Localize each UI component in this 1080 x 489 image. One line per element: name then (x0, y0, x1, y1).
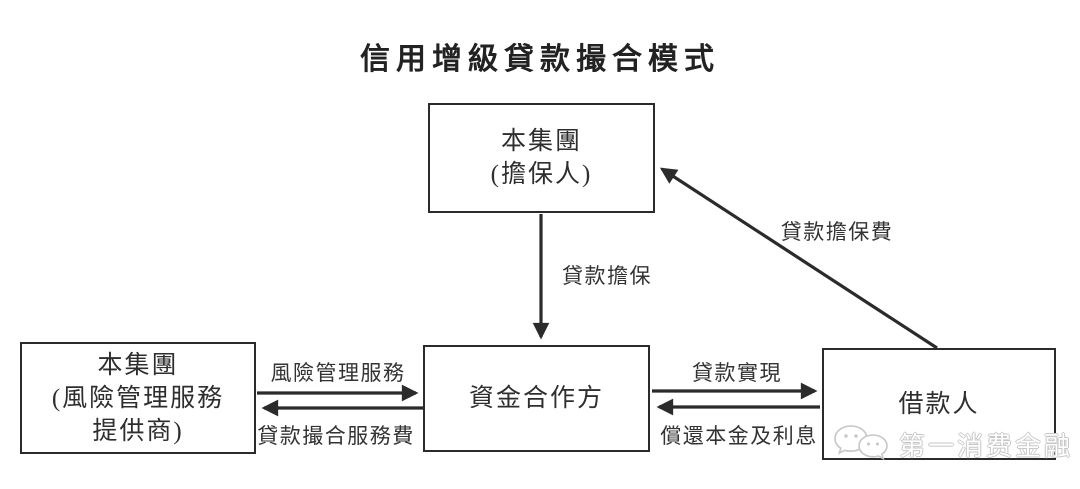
node-funding-partner-label: 資金合作方 (468, 385, 604, 412)
watermark: 第一消费金融 (831, 422, 1073, 466)
arrow-loan-guarantee-fee (659, 167, 938, 350)
edge-label-repayment-principal-interest: 償還本金及利息 (660, 424, 818, 448)
edge-label-risk-management-service: 風險管理服務 (270, 361, 406, 385)
edge-label-loan-realization: 貸款實現 (692, 361, 782, 385)
edge-label-loan-guarantee-fee: 貸款擔保費 (780, 220, 894, 244)
node-risk-label-line3: 提供商) (92, 417, 184, 445)
page-title: 信用增級貸款撮合模式 (360, 43, 720, 76)
node-risk-label-line1: 本集團 (97, 351, 179, 379)
node-guarantor-box: 本集團 (擔保人) (428, 103, 655, 213)
chat-bubbles-icon (831, 422, 893, 466)
node-guarantor-label-line2: (擔保人) (490, 161, 593, 188)
node-guarantor-label-line1: 本集團 (500, 128, 582, 155)
watermark-text: 第一消费金融 (899, 431, 1074, 461)
node-risk-label-line2: (風險管理服務 (51, 384, 225, 412)
node-funding-partner-box: 資金合作方 (423, 345, 650, 452)
node-borrower-label: 借款人 (898, 390, 980, 418)
edge-label-loan-facilitation-service-fee: 貸款撮合服務費 (257, 424, 415, 448)
edge-label-loan-guarantee: 貸款擔保 (562, 264, 652, 288)
node-risk-service-provider-box: 本集團 (風險管理服務 提供商) (20, 342, 256, 454)
